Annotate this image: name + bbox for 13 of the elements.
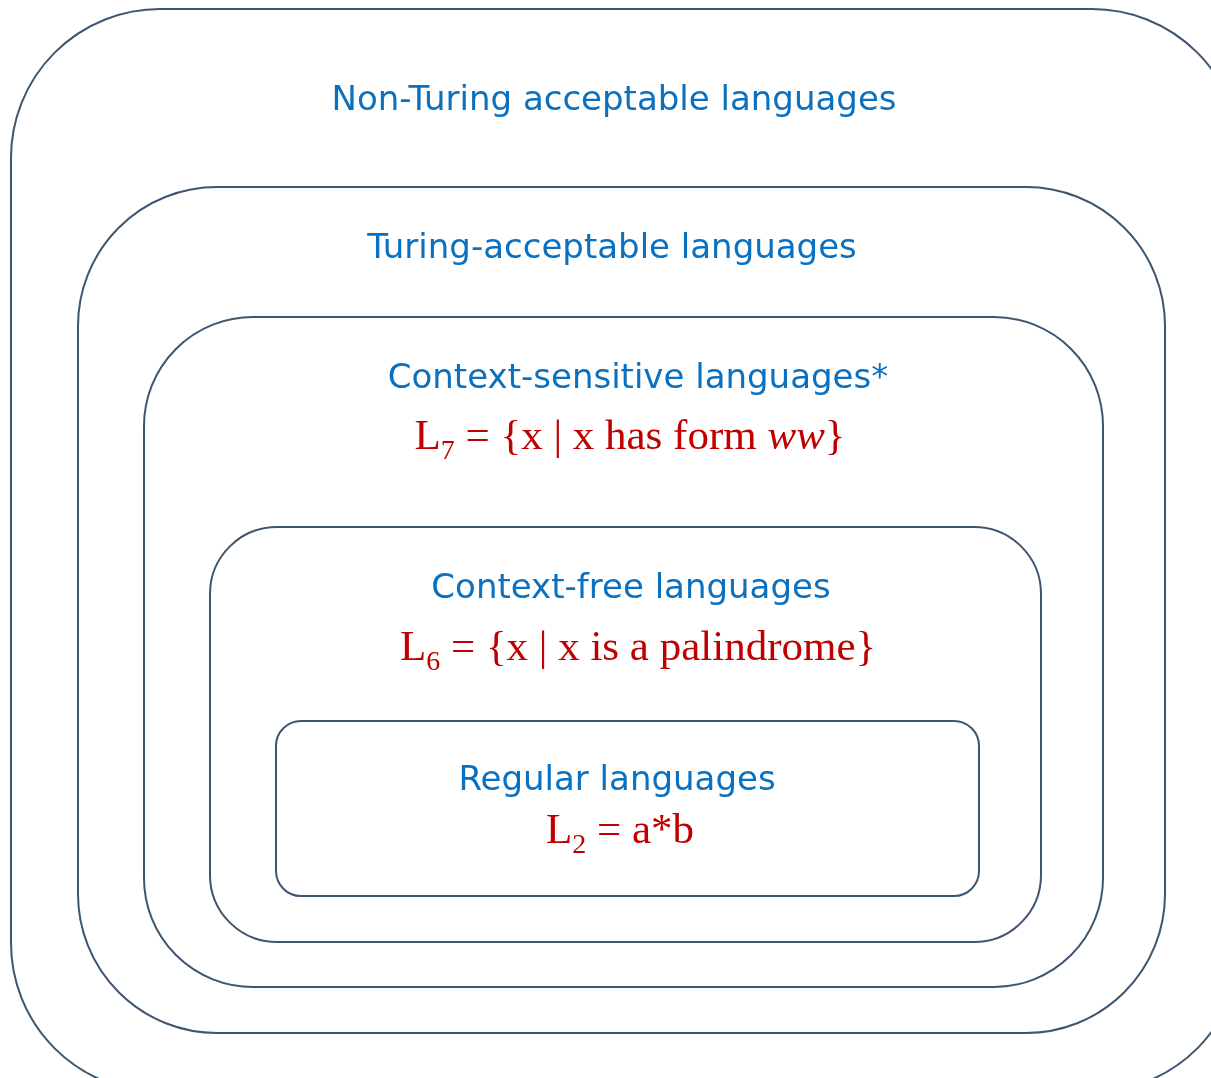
language-class-box	[77, 186, 1166, 1034]
example-language: L$_{6}$ = {x | x is a palindrome}	[399, 621, 877, 677]
class-name: Turing-acceptable languages	[367, 226, 857, 266]
class-name: Non-Turing acceptable languages	[331, 78, 897, 118]
language-class-box	[143, 316, 1104, 988]
example-language: L$_{7}$ = {x | x has form ww}	[414, 410, 846, 466]
example-language: L$_{2}$ = a*b	[545, 804, 695, 860]
language-class-box	[209, 526, 1042, 943]
language-class-box	[10, 8, 1211, 1078]
class-name: Context-sensitive languages*	[387, 356, 889, 396]
language-class-box	[275, 720, 980, 897]
class-name: Regular languages	[458, 758, 776, 798]
class-name: Context-free languages	[431, 566, 831, 606]
